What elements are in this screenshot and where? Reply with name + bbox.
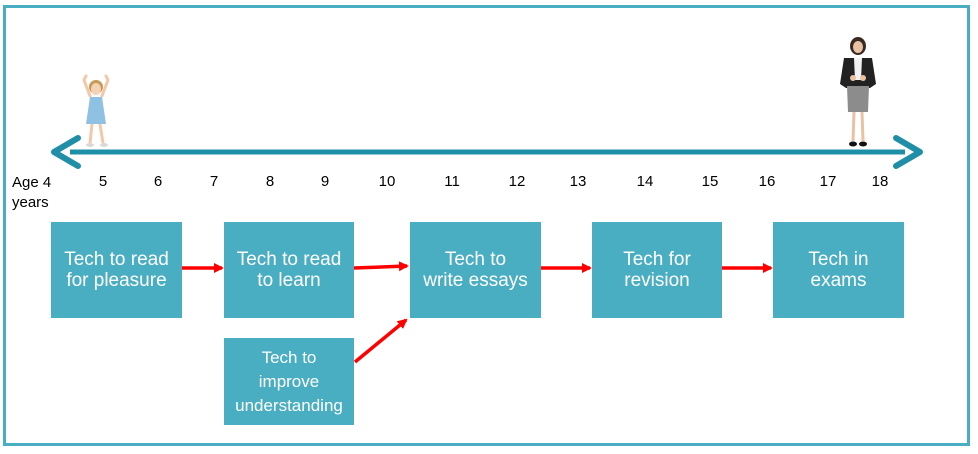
stage-improve-understanding: Tech to improve understanding	[224, 338, 354, 425]
age-tick-label: 14	[636, 173, 654, 190]
age-tick-label: 7	[209, 173, 219, 190]
stage-read-to-learn: Tech to read to learn	[224, 222, 354, 318]
stage-exams: Tech in exams	[773, 222, 904, 318]
timeline-axis	[51, 135, 923, 169]
age-tick-label: 8	[265, 173, 275, 190]
age-prefix-label: Age 4 years	[12, 174, 52, 211]
arrow-understanding-to-essays	[353, 318, 408, 364]
age-tick-label: 10	[378, 173, 396, 190]
stage-write-essays: Tech to write essays	[410, 222, 541, 318]
age-tick-label: 12	[508, 173, 526, 190]
age-tick-label: 13	[569, 173, 587, 190]
age-tick-label: 16	[758, 173, 776, 190]
arrow-learn-to-essays	[353, 261, 409, 272]
stage-read-for-pleasure: Tech to read for pleasure	[51, 222, 182, 318]
child-figure-icon	[82, 74, 110, 147]
axis-left-arrowhead	[51, 135, 81, 169]
axis-right-arrowhead	[893, 135, 923, 169]
woman-figure-icon	[840, 37, 876, 147]
age-tick-label: 5	[98, 173, 108, 190]
age-tick-label: 18	[871, 173, 889, 190]
diagram-frame	[3, 5, 970, 446]
stage-revision: Tech for revision	[592, 222, 722, 318]
age-tick-label: 11	[444, 173, 460, 190]
age-tick-label: 9	[320, 173, 330, 190]
age-tick-label: 15	[701, 173, 719, 190]
age-tick-label: 17	[819, 173, 837, 190]
age-tick-label: 6	[153, 173, 163, 190]
